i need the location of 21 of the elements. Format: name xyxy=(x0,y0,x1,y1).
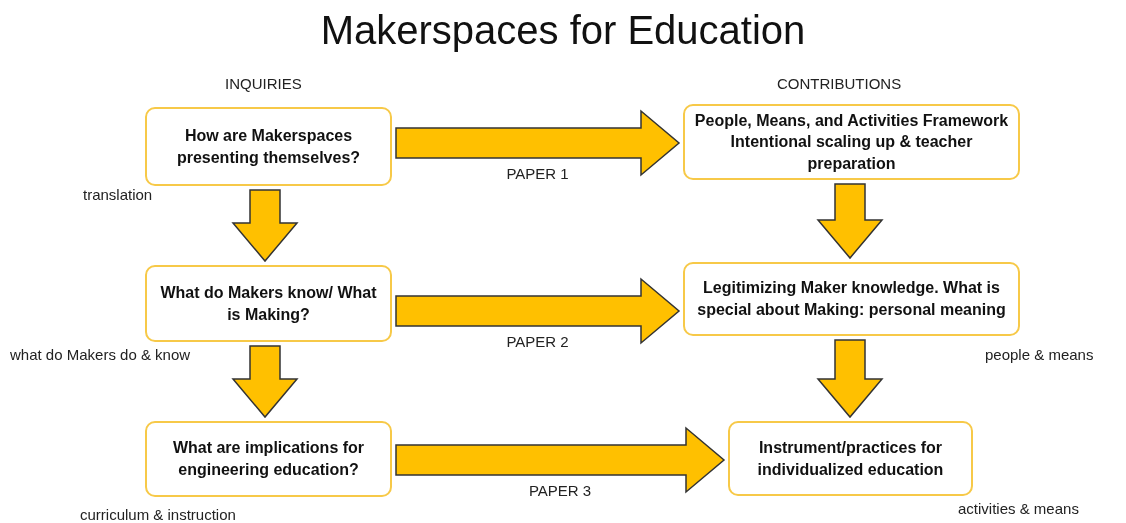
text-box: What are implications for engineering education? xyxy=(145,421,392,497)
block-arrow xyxy=(816,183,884,260)
text-box: Legitimizing Maker knowledge. What is special about Making: personal meaning xyxy=(683,262,1020,336)
text-box: What do Makers know/ What is Making? xyxy=(145,265,392,342)
text-box: Instrument/practices for individualized education xyxy=(728,421,973,496)
text-box: How are Makerspaces presenting themselves? xyxy=(145,107,392,186)
text-box: People, Means, and Activities Framework Intentional scaling up & teacher preparation xyxy=(683,104,1020,180)
block-arrow xyxy=(231,189,299,263)
title: Makerspaces for Education xyxy=(320,8,806,52)
block-arrow xyxy=(816,339,884,419)
block-arrow xyxy=(395,277,681,345)
side-note: translation xyxy=(83,186,153,203)
block-arrow xyxy=(395,426,726,494)
side-note: activities & means xyxy=(958,500,1079,517)
block-arrow xyxy=(231,345,299,419)
side-note: what do Makers do & know xyxy=(10,346,191,363)
block-arrow xyxy=(395,109,681,177)
column-heading: CONTRIBUTIONS xyxy=(777,75,902,92)
side-note: people & means xyxy=(985,346,1094,363)
side-note: curriculum & instruction xyxy=(80,506,236,523)
column-heading: INQUIRIES xyxy=(225,75,302,92)
